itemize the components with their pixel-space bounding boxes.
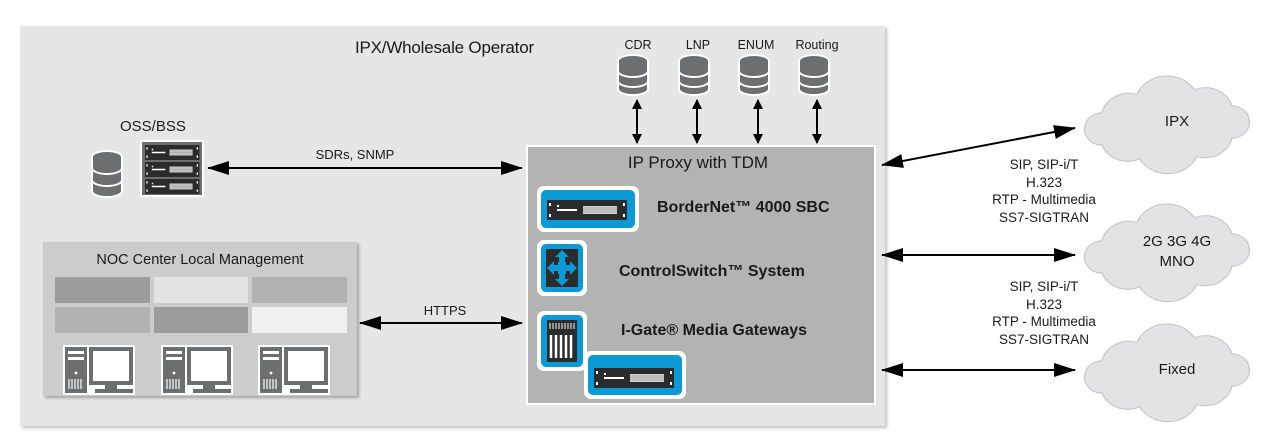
media-gateway-icon xyxy=(537,311,587,371)
noc-link-label: HTTPS xyxy=(423,303,467,318)
protocol-line: SS7-SIGTRAN xyxy=(998,209,1090,225)
operator-title: IPX/Wholesale Operator xyxy=(355,38,534,57)
sbc-server-icon xyxy=(537,186,639,232)
oss-bss-server-icon xyxy=(91,140,204,198)
ipx-cloud-label: IPX xyxy=(1164,113,1190,130)
ip-proxy-title: IP Proxy with TDM xyxy=(627,153,769,172)
noc-dashboard-grid xyxy=(55,277,347,333)
noc-dashboard-cell xyxy=(55,277,150,303)
protocol-line: RTP - Multimedia xyxy=(992,314,1096,329)
protocol-line: SIP, SIP-i/T xyxy=(1009,279,1079,294)
noc-dashboard-cell xyxy=(55,307,150,333)
db-label-routing: Routing xyxy=(795,38,839,52)
lnp-database-icon xyxy=(678,54,710,96)
protocol-line: H.323 xyxy=(1025,174,1063,190)
db-label-cdr: CDR xyxy=(624,38,652,52)
noc-dashboard-cell xyxy=(252,277,347,303)
noc-dashboard-cell xyxy=(153,307,249,333)
cdr-database-icon xyxy=(617,54,649,96)
protocol-group-2: SIP, SIP-i/T H.323 RTP - Multimedia SS7-… xyxy=(974,278,1114,348)
fixed-cloud-label: Fixed xyxy=(1158,361,1196,378)
bordernet-sbc-label: BorderNet™ 4000 SBC xyxy=(657,199,830,216)
noc-dashboard-cell xyxy=(252,307,347,333)
mno-cloud-line: 2G 3G 4G xyxy=(1142,233,1212,250)
workstation-icon xyxy=(160,344,234,396)
media-gateway-rack-icon xyxy=(584,351,686,399)
oss-link-label: SDRs, SNMP xyxy=(315,147,395,162)
protocol-line: SS7-SIGTRAN xyxy=(998,331,1090,347)
routing-database-icon xyxy=(798,54,830,96)
noc-dashboard-cell xyxy=(153,277,249,303)
workstation-icon xyxy=(62,344,136,396)
protocol-line: H.323 xyxy=(1025,296,1063,312)
enum-database-icon xyxy=(738,54,770,96)
db-label-enum: ENUM xyxy=(737,38,775,52)
oss-bss-label: OSS/BSS xyxy=(120,118,186,135)
protocol-line: RTP - Multimedia xyxy=(992,192,1096,207)
igate-label: I-Gate® Media Gateways xyxy=(621,322,808,339)
controlswitch-label: ControlSwitch™ System xyxy=(619,263,805,280)
mno-cloud-line: MNO xyxy=(1159,253,1195,270)
noc-title: NOC Center Local Management xyxy=(96,252,304,268)
mno-cloud-label: 2G 3G 4G MNO xyxy=(1127,232,1227,272)
ipx-link-arrow xyxy=(881,125,1076,168)
workstation-icon xyxy=(257,344,331,396)
switch-arrows-icon xyxy=(537,240,587,296)
db-label-lnp: LNP xyxy=(685,38,711,52)
